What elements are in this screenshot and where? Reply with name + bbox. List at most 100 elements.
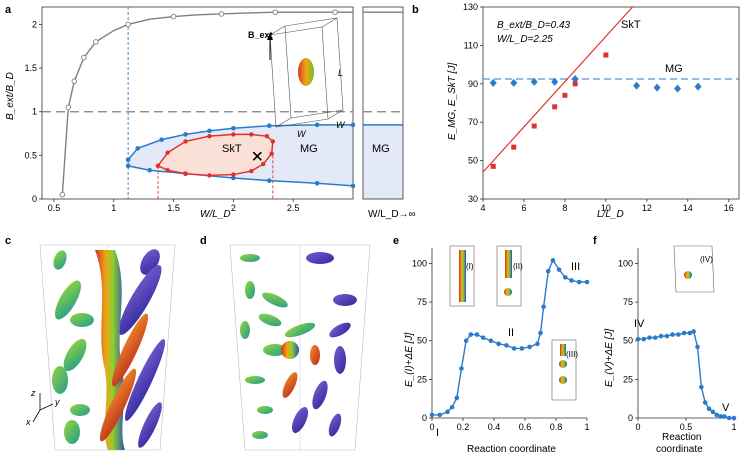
panel-a-x-tick-label: 2.5 bbox=[287, 203, 300, 213]
path-point bbox=[480, 335, 486, 340]
panel-b-x-tick-label: 8 bbox=[562, 203, 567, 213]
path-point bbox=[652, 335, 658, 340]
mg-point bbox=[633, 81, 641, 90]
panel-e-inset-I-label: (I) bbox=[466, 262, 474, 271]
panel-f-ylabel: E_(V)+ΔE [J] bbox=[604, 329, 615, 387]
panel-e-inset-II: (II) bbox=[496, 245, 523, 307]
skt-point bbox=[511, 144, 517, 150]
mg-point bbox=[653, 83, 661, 92]
series-mg-upper-point bbox=[350, 122, 356, 128]
panel-a-region-mg: MG bbox=[300, 143, 318, 155]
cross-marker bbox=[252, 151, 262, 161]
panel-f-xlabel-1: Reaction bbox=[662, 432, 701, 443]
panel-e-x-tick-label: 0.2 bbox=[457, 422, 470, 432]
panel-e-state-II: II bbox=[508, 327, 514, 339]
skt-fit-line bbox=[482, 6, 633, 173]
panel-e-x-tick-label: 0.8 bbox=[550, 422, 563, 432]
panel-f-y-tick-label: 75 bbox=[623, 297, 633, 307]
series-mg-upper-point bbox=[314, 122, 320, 128]
panel-e-inset-II-label: (II) bbox=[513, 262, 523, 271]
path-point bbox=[710, 409, 716, 415]
mg-inf-region-fill bbox=[363, 124, 403, 199]
path-point bbox=[527, 344, 532, 350]
path-point bbox=[695, 344, 700, 350]
path-point bbox=[504, 343, 509, 348]
path-point bbox=[676, 332, 681, 337]
series-upper-point bbox=[218, 11, 225, 17]
panel-e-y-tick-label: 100 bbox=[412, 258, 427, 268]
path-point bbox=[541, 304, 546, 310]
path-point bbox=[463, 338, 469, 344]
panel-e-y-tick-label: 25 bbox=[417, 374, 427, 384]
path-point bbox=[718, 414, 723, 419]
series-skt-point bbox=[249, 132, 254, 137]
series-upper-point bbox=[170, 13, 177, 20]
series-upper-point bbox=[65, 104, 72, 111]
skt-point bbox=[490, 163, 496, 169]
panel-b-ylabel: E_MG, E_SkT [J] bbox=[447, 63, 458, 140]
panel-e-series bbox=[429, 258, 590, 418]
mg-point bbox=[510, 78, 518, 87]
path-point bbox=[687, 330, 693, 336]
path-point bbox=[496, 341, 501, 347]
panel-f-inset-label: (IV) bbox=[700, 255, 713, 264]
series-upper-point bbox=[272, 9, 279, 15]
panel-e-xlabel: Reaction coordinate bbox=[467, 444, 556, 455]
panel-a-frame bbox=[41, 6, 354, 200]
path-point bbox=[714, 412, 720, 418]
skt-point bbox=[562, 92, 568, 98]
path-point bbox=[647, 335, 652, 340]
panel-f-y-tick-label: 100 bbox=[618, 258, 633, 268]
panel-c-axis-z: z bbox=[30, 388, 36, 398]
path-point bbox=[445, 409, 450, 415]
panel-a-y-tick-label: 1 bbox=[32, 107, 37, 117]
series-mg-upper-point bbox=[231, 126, 236, 131]
mg-point bbox=[674, 84, 682, 93]
series-upper-point bbox=[125, 21, 131, 28]
panel-b-x-tick-label: 16 bbox=[724, 203, 734, 213]
panel-b-mg-label: MG bbox=[665, 63, 683, 75]
panel-b-y-tick-label: 90 bbox=[468, 79, 478, 89]
path-point bbox=[702, 400, 708, 405]
path-point bbox=[454, 395, 460, 401]
panel-e-inset-III-label: (III) bbox=[566, 350, 578, 359]
skt-point bbox=[603, 52, 609, 58]
panel-e-x-tick-label: 1 bbox=[584, 422, 589, 432]
panel-label-a: a bbox=[5, 4, 12, 16]
mg-point bbox=[694, 82, 702, 91]
panel-a-x-tick-label: 2 bbox=[231, 203, 236, 213]
series-skt-point bbox=[264, 133, 270, 139]
series-mg-upper-point bbox=[266, 123, 272, 128]
panel-a-region-skt: SkT bbox=[222, 143, 242, 155]
series-upper-point bbox=[71, 78, 78, 84]
series-mg-lower-point bbox=[350, 183, 356, 189]
panel-c-axis-x: x bbox=[25, 417, 31, 427]
panel-a-y-tick-label: 0 bbox=[32, 194, 37, 204]
panel-label-f: f bbox=[593, 235, 597, 247]
path-point bbox=[584, 279, 590, 285]
panel-e-inset-III: (III) bbox=[551, 339, 578, 401]
panel-f-x-tick-label: 0.5 bbox=[680, 422, 693, 432]
series-upper-point bbox=[81, 54, 87, 61]
panel-label-b: b bbox=[412, 4, 419, 16]
panel-b-y-tick-label: 70 bbox=[468, 117, 478, 127]
panel-e-x-tick-label: 0.6 bbox=[519, 422, 532, 432]
panel-f-series bbox=[635, 329, 737, 421]
panel-e-state-I: I bbox=[436, 427, 439, 439]
skt-point bbox=[572, 81, 578, 87]
path-point bbox=[535, 341, 540, 347]
path-point bbox=[635, 336, 641, 342]
path-point bbox=[658, 333, 664, 339]
path-point bbox=[691, 329, 696, 334]
panel-e-y-tick-label: 75 bbox=[417, 297, 427, 307]
path-point bbox=[664, 333, 670, 339]
series-mg-lower-point bbox=[147, 167, 152, 173]
path-point bbox=[459, 366, 464, 371]
